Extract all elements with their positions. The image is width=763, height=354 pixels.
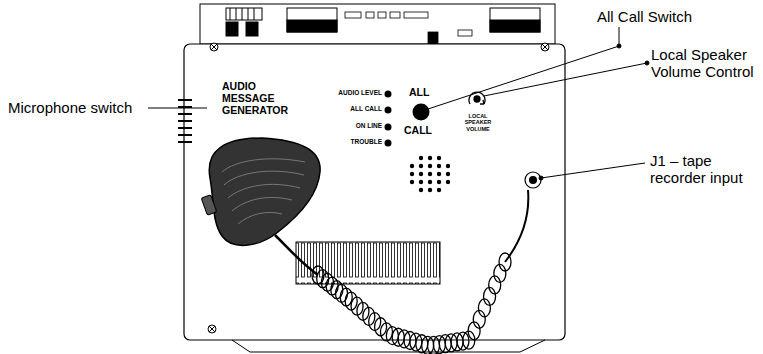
speaker-hole bbox=[428, 180, 432, 184]
speaker-hole bbox=[446, 172, 450, 176]
mounting-screw bbox=[208, 43, 549, 333]
speaker-hole bbox=[437, 180, 441, 184]
knob-label: LOCAL SPEAKER VOLUME bbox=[459, 113, 497, 132]
callout-label: Microphone switch bbox=[8, 99, 148, 116]
cord-coil bbox=[331, 281, 343, 299]
callout-label: Local Speaker Volume Control bbox=[651, 46, 756, 81]
speaker-hole bbox=[446, 180, 450, 184]
all-call-button bbox=[413, 104, 430, 121]
microphone bbox=[201, 138, 320, 245]
volume-knob bbox=[469, 92, 485, 104]
speaker-hole bbox=[410, 164, 414, 168]
speaker-hole bbox=[419, 156, 423, 160]
speaker-grille bbox=[410, 156, 450, 192]
speaker-hole bbox=[410, 180, 414, 184]
pin-header bbox=[226, 8, 262, 36]
status-led bbox=[385, 91, 392, 147]
leader-line bbox=[148, 27, 649, 180]
speaker-hole bbox=[437, 164, 441, 168]
callout-label: J1 – tape recorder input bbox=[650, 152, 760, 187]
cord-coil bbox=[317, 270, 329, 288]
switch-label: CALL bbox=[404, 124, 444, 136]
speaker-hole bbox=[419, 188, 423, 192]
speaker-hole bbox=[437, 188, 441, 192]
speaker-hole bbox=[428, 156, 432, 160]
tape-input-jack bbox=[525, 172, 541, 188]
speaker-hole bbox=[419, 172, 423, 176]
cord bbox=[505, 190, 528, 262]
cord-coil bbox=[326, 277, 338, 295]
speaker-hole bbox=[419, 180, 423, 184]
board-connectors bbox=[345, 12, 472, 44]
switch-label: ALL bbox=[409, 86, 439, 98]
speaker-hole bbox=[446, 164, 450, 168]
led-label: TROUBLE bbox=[322, 138, 382, 145]
speaker-hole bbox=[437, 156, 441, 160]
speaker-hole bbox=[410, 172, 414, 176]
vent bbox=[296, 242, 440, 284]
speaker-hole bbox=[428, 188, 432, 192]
callout-label: All Call Switch bbox=[597, 8, 747, 25]
speaker-hole bbox=[437, 172, 441, 176]
panel-title: AUDIO MESSAGE GENERATOR bbox=[222, 80, 304, 116]
cord-coil bbox=[321, 273, 333, 291]
housing bbox=[184, 44, 565, 340]
coiled-cord bbox=[312, 253, 511, 354]
speaker-hole bbox=[428, 172, 432, 176]
microphone-switch bbox=[201, 195, 217, 215]
led-label: AUDIO LEVEL bbox=[322, 89, 382, 96]
speaker-hole bbox=[419, 164, 423, 168]
cord bbox=[275, 235, 318, 275]
led-label: ON LINE bbox=[322, 122, 382, 129]
terminal-block bbox=[287, 8, 540, 32]
circuit-board bbox=[200, 4, 555, 44]
speaker-hole bbox=[428, 164, 432, 168]
side-grill bbox=[178, 100, 192, 142]
led-label: ALL CALL bbox=[322, 105, 382, 112]
